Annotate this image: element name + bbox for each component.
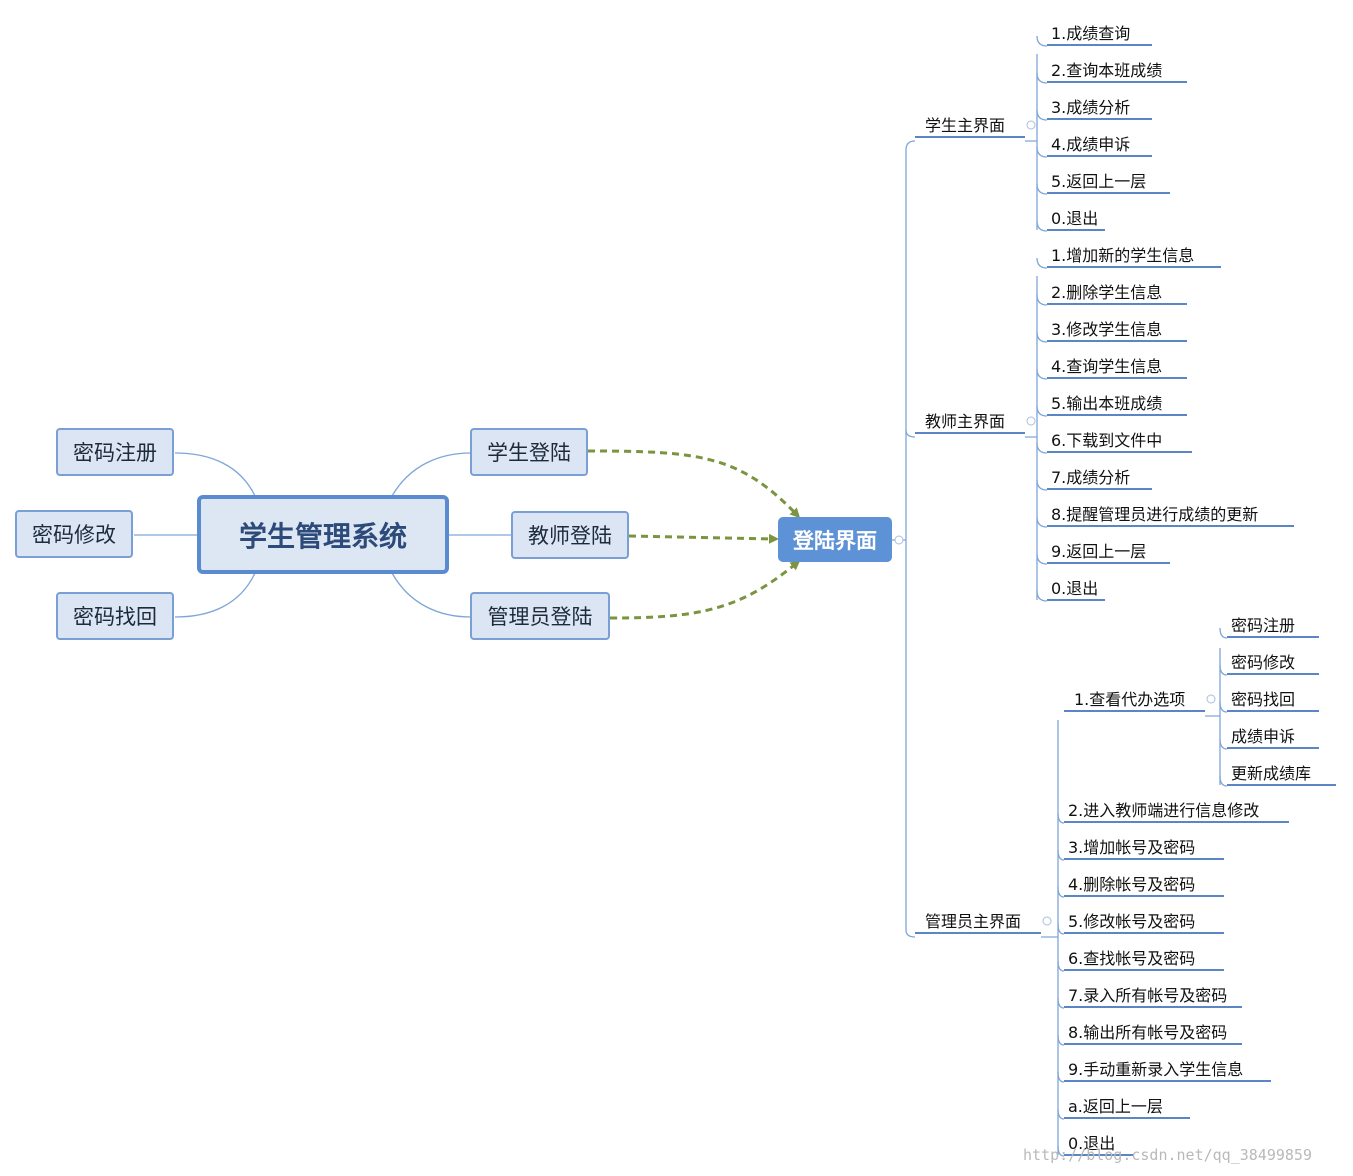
list-item[interactable]: 6.下载到文件中 xyxy=(1047,431,1192,453)
admin-main-title[interactable]: 管理员主界面 xyxy=(915,912,1041,934)
left-item-password-register[interactable]: 密码注册 xyxy=(56,428,174,476)
branch-curve xyxy=(1036,257,1048,269)
list-item[interactable]: 2.查询本班成绩 xyxy=(1047,61,1187,83)
branch-curve xyxy=(1057,997,1065,1009)
admin-spine xyxy=(1041,720,1059,1155)
list-item[interactable]: 0.退出 xyxy=(1064,1134,1134,1156)
left-item-password-recover[interactable]: 密码找回 xyxy=(56,592,174,640)
list-item[interactable]: 4.成绩申诉 xyxy=(1047,135,1152,157)
branch-curve xyxy=(1219,738,1228,750)
branch-curve xyxy=(1219,664,1228,676)
list-item[interactable]: 5.返回上一层 xyxy=(1047,172,1170,194)
list-item[interactable]: 更新成绩库 xyxy=(1227,764,1336,786)
list-item[interactable]: 4.查询学生信息 xyxy=(1047,357,1187,379)
link-hub-admin xyxy=(905,929,916,938)
arrow-student-login xyxy=(587,449,801,519)
branch-curve xyxy=(1036,109,1048,121)
list-item[interactable]: 0.退出 xyxy=(1047,209,1105,231)
list-item[interactable]: 1.增加新的学生信息 xyxy=(1047,246,1221,268)
arrow-admin-login xyxy=(609,560,801,620)
list-item[interactable]: 密码注册 xyxy=(1227,616,1319,638)
collapse-icon-student xyxy=(1026,120,1036,130)
link-root-login-1 xyxy=(391,452,472,497)
branch-curve xyxy=(1036,294,1048,306)
root-node[interactable]: 学生管理系统 xyxy=(197,495,449,574)
branch-curve xyxy=(1036,35,1048,47)
list-item[interactable]: 4.删除帐号及密码 xyxy=(1064,875,1224,897)
collapse-icon-teacher xyxy=(1026,416,1036,426)
link-hub-teacher xyxy=(905,429,916,438)
collapse-icon-admin-sub xyxy=(1206,694,1216,704)
list-item[interactable]: 8.提醒管理员进行成绩的更新 xyxy=(1047,505,1294,527)
student-spine xyxy=(1025,54,1038,230)
teacher-spine xyxy=(1025,276,1038,600)
branch-curve xyxy=(1036,479,1048,491)
link-root-login-3 xyxy=(391,572,472,618)
branch-curve xyxy=(1036,368,1048,380)
login-admin[interactable]: 管理员登陆 xyxy=(470,592,610,640)
list-item[interactable]: 3.增加帐号及密码 xyxy=(1064,838,1224,860)
teacher-main-title[interactable]: 教师主界面 xyxy=(915,412,1025,434)
watermark-text: http://blog.csdn.net/qq_38499859 xyxy=(1023,1146,1312,1164)
link-root-left-3 xyxy=(174,572,256,618)
list-item[interactable]: 密码找回 xyxy=(1227,690,1319,712)
list-item[interactable]: 7.成绩分析 xyxy=(1047,468,1152,490)
list-item[interactable]: 成绩申诉 xyxy=(1227,727,1319,749)
branch-curve xyxy=(1036,146,1048,158)
branch-curve xyxy=(1219,701,1228,713)
branch-curve xyxy=(1036,183,1048,195)
list-item[interactable]: 1.成绩查询 xyxy=(1047,24,1152,46)
login-teacher[interactable]: 教师登陆 xyxy=(511,511,629,559)
link-root-left-1 xyxy=(174,452,256,497)
login-student[interactable]: 学生登陆 xyxy=(470,428,588,476)
admin-sub-title[interactable]: 1.查看代办选项 xyxy=(1064,690,1205,712)
branch-curve xyxy=(1036,516,1048,528)
branch-curve xyxy=(1057,1034,1065,1046)
login-screen-node[interactable]: 登陆界面 xyxy=(778,517,892,562)
branch-curve xyxy=(1036,553,1048,565)
list-item[interactable]: 7.录入所有帐号及密码 xyxy=(1064,986,1242,1008)
branch-curve xyxy=(1057,960,1065,972)
list-item[interactable]: 8.输出所有帐号及密码 xyxy=(1064,1023,1242,1045)
branch-curve xyxy=(1036,331,1048,343)
list-item[interactable]: 0.退出 xyxy=(1047,579,1105,601)
branch-curve xyxy=(1036,442,1048,454)
branch-curve xyxy=(1219,775,1228,787)
left-item-password-change[interactable]: 密码修改 xyxy=(15,510,133,558)
list-item[interactable]: a.返回上一层 xyxy=(1064,1097,1190,1119)
list-item[interactable]: 2.进入教师端进行信息修改 xyxy=(1064,801,1289,823)
list-item[interactable]: 5.输出本班成绩 xyxy=(1047,394,1187,416)
branch-curve xyxy=(1057,812,1065,824)
list-item[interactable]: 3.成绩分析 xyxy=(1047,98,1152,120)
branch-curve xyxy=(1057,1108,1065,1120)
branch-curve xyxy=(1057,1145,1065,1157)
branch-curve xyxy=(1036,72,1048,84)
list-item[interactable]: 5.修改帐号及密码 xyxy=(1064,912,1224,934)
admin-sub-spine xyxy=(1205,648,1221,785)
collapse-icon-hub xyxy=(894,535,904,545)
list-item[interactable]: 2.删除学生信息 xyxy=(1047,283,1187,305)
arrow-teacher-login xyxy=(628,533,779,544)
branch-curve xyxy=(1057,886,1065,898)
branch-curve xyxy=(1219,627,1228,639)
branch-curve xyxy=(1057,1071,1065,1083)
list-item[interactable]: 3.修改学生信息 xyxy=(1047,320,1187,342)
list-item[interactable]: 9.手动重新录入学生信息 xyxy=(1064,1060,1271,1082)
branch-curve xyxy=(1036,405,1048,417)
branch-curve xyxy=(1036,590,1048,602)
student-main-title[interactable]: 学生主界面 xyxy=(915,116,1025,138)
list-item[interactable]: 6.查找帐号及密码 xyxy=(1064,949,1224,971)
branch-curve xyxy=(1057,849,1065,861)
link-hub-student xyxy=(905,140,916,151)
list-item[interactable]: 密码修改 xyxy=(1227,653,1319,675)
collapse-icon-admin xyxy=(1042,916,1052,926)
branch-curve xyxy=(1057,923,1065,935)
branch-curve xyxy=(1036,220,1048,232)
list-item[interactable]: 9.返回上一层 xyxy=(1047,542,1170,564)
